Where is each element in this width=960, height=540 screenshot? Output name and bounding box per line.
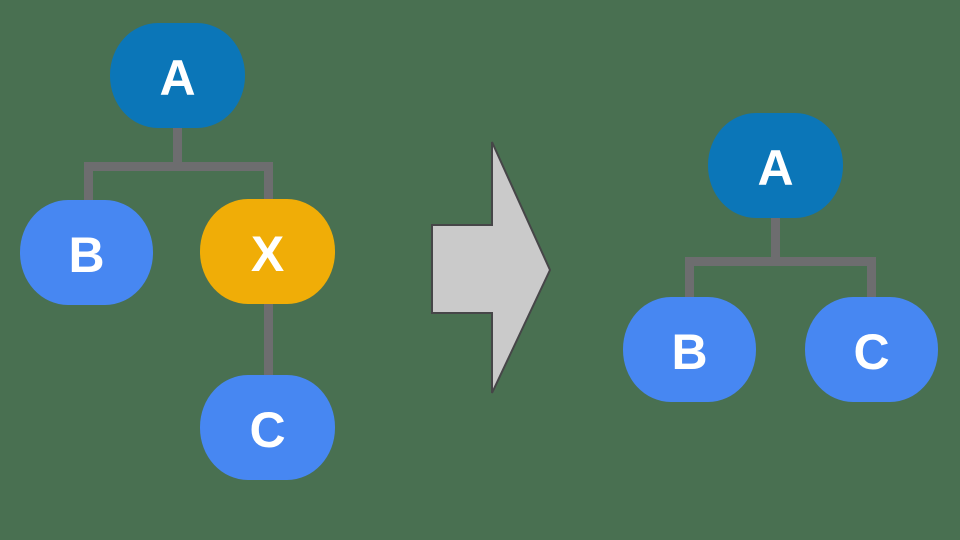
- after-node-c-label: C: [853, 323, 890, 380]
- before-node-b-label: B: [68, 226, 105, 283]
- before-node-a: A: [110, 23, 245, 128]
- before-node-x-label: X: [250, 225, 285, 282]
- edge-a-stem: [173, 126, 182, 166]
- before-node-b: B: [20, 200, 153, 305]
- edge-a-c: [867, 261, 876, 301]
- before-node-a-label: A: [159, 49, 196, 106]
- before-node-c-label: C: [249, 401, 286, 458]
- edge-children-bar: [84, 162, 273, 171]
- before-node-c: C: [200, 375, 335, 480]
- edge-a-b: [685, 261, 694, 301]
- after-node-a: A: [708, 113, 843, 218]
- edge-a-b: [84, 166, 93, 204]
- before-node-x: X: [200, 199, 335, 304]
- edge-a-stem: [771, 216, 780, 261]
- edge-x-c: [264, 300, 273, 380]
- after-node-a-label: A: [757, 139, 794, 196]
- after-node-b-label: B: [671, 323, 708, 380]
- after-node-c: C: [805, 297, 938, 402]
- edge-children-bar: [685, 257, 876, 266]
- right-arrow-icon: [431, 141, 552, 394]
- edge-a-x: [264, 166, 273, 204]
- after-node-b: B: [623, 297, 756, 402]
